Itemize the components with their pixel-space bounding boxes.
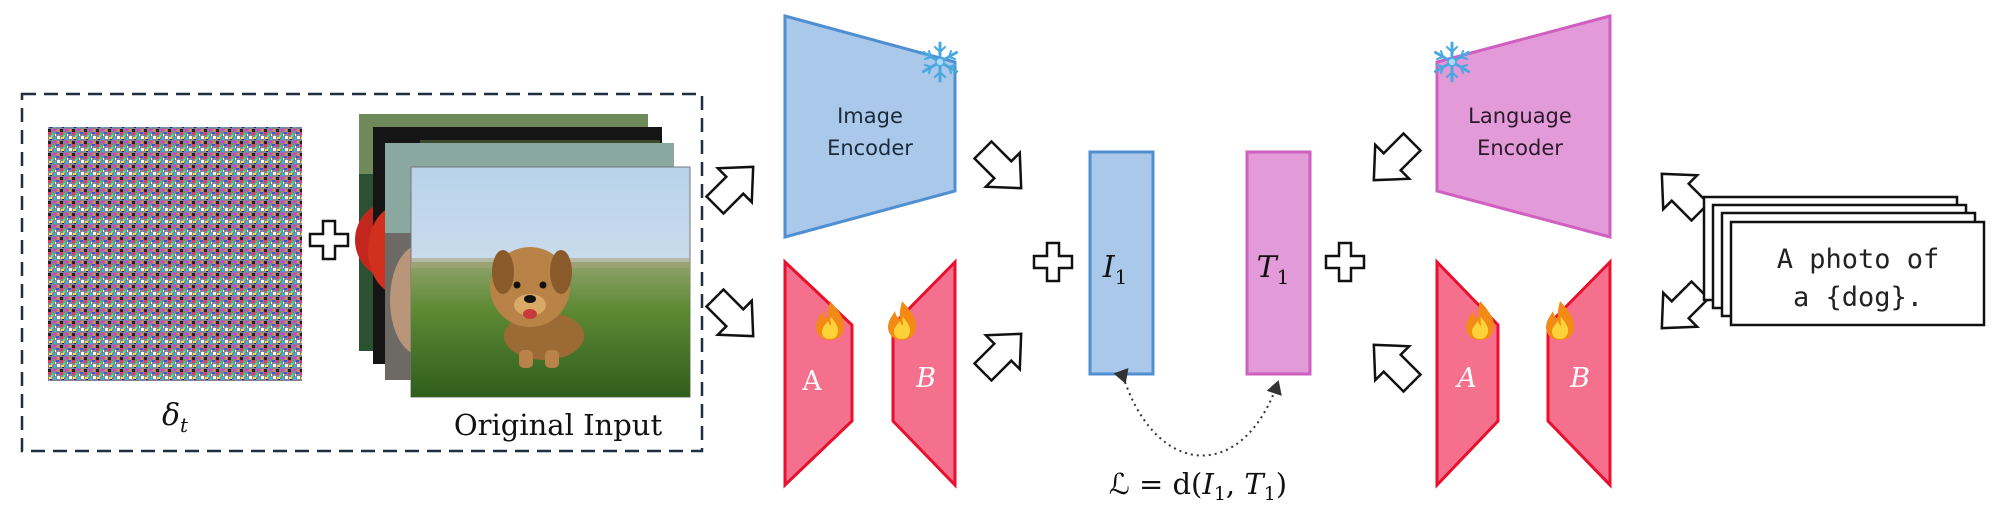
prompt-card [1729, 220, 1986, 327]
prompt-line2: a {dog}. [1793, 282, 1923, 313]
language-encoder-label-line2: Encoder [1477, 136, 1563, 160]
text-lora-a-label: A [1454, 363, 1477, 394]
input-panel: δt [20, 92, 704, 453]
image-embedding-bar [1088, 150, 1155, 376]
image-encoder-label-line2: Encoder [827, 136, 913, 160]
text-embedding-bar [1245, 150, 1312, 376]
original-image-stack [355, 114, 691, 398]
arrow-icon-to-image-encoder [696, 148, 772, 224]
text-lora-b-label: B [1569, 363, 1590, 394]
image-encoder-label-line1: Image [837, 104, 903, 128]
prompt-card-stack: A photo of a {dog}. [1702, 195, 1986, 327]
text-lora-a: A [1435, 258, 1500, 489]
text-embedding: T1 [1245, 150, 1312, 376]
prompt-line1: A photo of [1777, 244, 1940, 275]
noise-label: δt [162, 398, 189, 437]
noise-image [48, 127, 302, 381]
image-lora-b: B [888, 258, 957, 489]
language-encoder-trapezoid [1435, 14, 1612, 239]
arrow-icon-lang-lora-to-embedding [1355, 326, 1431, 402]
image-embedding: I1 [1088, 150, 1155, 376]
arrow-icon-encoder-to-embedding [964, 131, 1040, 207]
plus-icon [1032, 241, 1074, 283]
arrow-icon-lang-encoder-to-embedding [1355, 123, 1431, 199]
arrow-icon-to-image-lora [696, 279, 772, 355]
original-input-label: Original Input [454, 408, 663, 442]
language-encoder: Language Encoder [1434, 14, 1612, 239]
input-panel-border [20, 92, 704, 453]
plus-icon [308, 219, 350, 261]
image-encoder-trapezoid [783, 14, 957, 239]
image-lora-a-label: A [801, 366, 822, 397]
text-lora-b: B [1546, 258, 1612, 489]
loss-connector [1113, 368, 1282, 457]
plus-icon [1324, 241, 1366, 283]
language-encoder-label-line1: Language [1468, 104, 1572, 128]
image-lora-b-label: B [915, 363, 936, 394]
loss-formula: ℒ = d(I1, T1) [1109, 467, 1287, 505]
image-embedding-label: I1 [1102, 250, 1128, 289]
arrow-icon-lora-to-embedding [964, 315, 1040, 391]
image-encoder: Image Encoder [783, 14, 958, 239]
dog-photo [410, 166, 691, 398]
text-embedding-label: T1 [1257, 250, 1290, 289]
image-lora-a: A [783, 258, 854, 489]
